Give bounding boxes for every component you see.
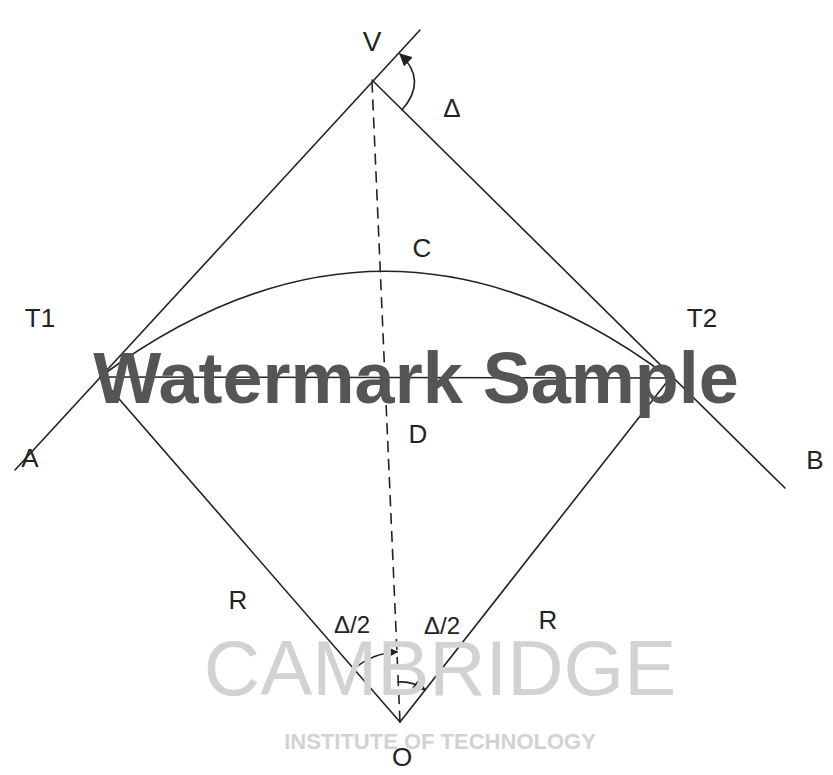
point-label: B — [806, 447, 823, 473]
angle-label: Δ — [443, 95, 460, 121]
point-label: D — [409, 421, 428, 447]
watermark-text: INSTITUTE OF TECHNOLOGY — [284, 731, 596, 753]
forward-tangent — [372, 80, 785, 488]
angle-arc — [400, 54, 415, 110]
watermark-text: Watermark Sample — [93, 342, 739, 414]
radius-label: R — [229, 587, 248, 613]
point-label: T1 — [25, 305, 55, 331]
point-label: C — [413, 235, 432, 261]
watermark-text: CAMBRIDGE — [204, 629, 676, 707]
point-label: A — [21, 445, 38, 471]
point-label: V — [363, 28, 382, 56]
point-label: T2 — [687, 305, 717, 331]
